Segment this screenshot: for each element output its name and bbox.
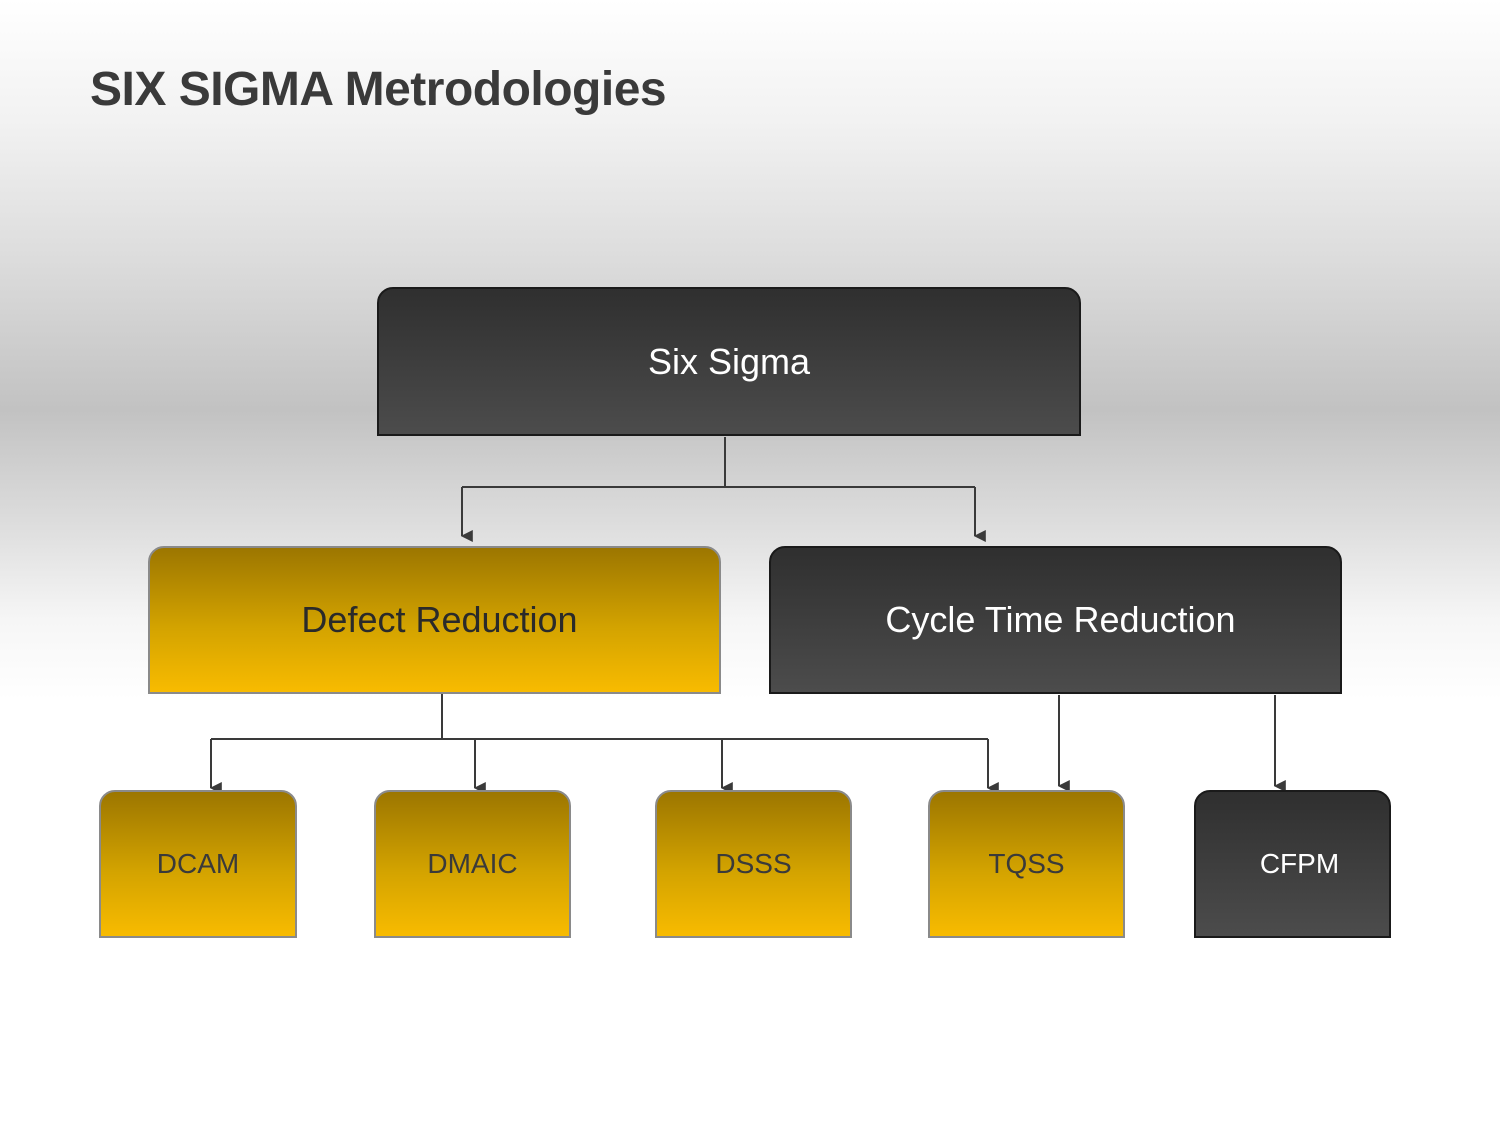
node-tqss-label: TQSS bbox=[988, 848, 1065, 879]
node-dmaic: DMAIC bbox=[374, 790, 571, 938]
node-tqss: TQSS bbox=[928, 790, 1125, 938]
node-dsss: DSSS bbox=[655, 790, 852, 938]
node-dcam: DCAM bbox=[99, 790, 297, 938]
node-dmaic-label: DMAIC bbox=[427, 848, 518, 879]
node-cfpm: CFPM bbox=[1194, 790, 1391, 938]
node-six-sigma: Six Sigma bbox=[377, 287, 1081, 436]
node-defect-reduction: Defect Reduction bbox=[148, 546, 721, 694]
node-dcam-label: DCAM bbox=[156, 848, 240, 879]
node-defect-reduction-label: Defect Reduction bbox=[301, 599, 578, 640]
node-six-sigma-label: Six Sigma bbox=[647, 340, 811, 382]
node-dsss-label: DSSS bbox=[715, 848, 792, 879]
node-cfpm-label: CFPM bbox=[1259, 848, 1340, 879]
node-cycle-time-reduction: Cycle Time Reduction bbox=[769, 546, 1342, 694]
node-cycle-time-reduction-label: Cycle Time Reduction bbox=[885, 599, 1236, 640]
page-title: SIX SIGMA Metrodologies bbox=[90, 63, 667, 116]
